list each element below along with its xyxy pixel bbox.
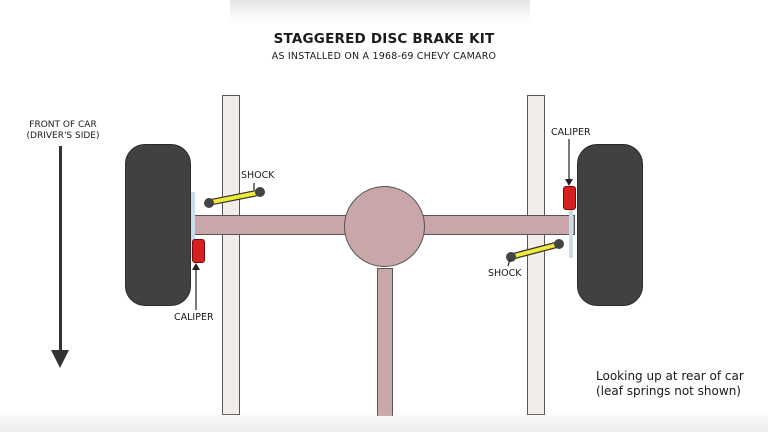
direction-arrow-shaft [59,146,62,350]
caliper-right-label: CALIPER [551,127,591,138]
caliper-left-label: CALIPER [174,312,214,323]
front-of-car-line1: FRONT OF CAR [29,120,97,130]
view-note-line1: Looking up at rear of car [596,369,744,383]
caliper-left-pointer-head [192,263,200,270]
caliper-right-pointer-head [565,179,573,186]
shock-left-label: SHOCK [241,170,275,181]
direction-arrow-head [51,350,69,368]
bottom-fade [0,410,768,432]
left-shock [204,187,265,208]
front-of-car-line2: (DRIVER'S SIDE) [26,131,100,141]
shock-right-label: SHOCK [488,268,522,279]
driveshaft [377,268,393,416]
front-of-car-label: FRONT OF CAR (DRIVER'S SIDE) [20,120,106,142]
shock-right-pointer [507,258,511,267]
top-fade [230,0,530,22]
right-tire [577,144,643,306]
diagram-title: STAGGERED DISC BRAKE KIT [273,31,495,47]
differential [344,186,425,267]
right-caliper [563,186,576,210]
left-caliper [192,239,205,263]
left-tire [125,144,191,306]
diagram-subtitle: AS INSTALLED ON A 1968-69 CHEVY CAMARO [271,51,497,62]
view-note: Looking up at rear of car (leaf springs … [596,369,744,399]
right-brake-rotor [569,192,573,258]
view-note-line2: (leaf springs not shown) [596,384,741,398]
left-brake-rotor [191,192,195,258]
right-shock [506,239,564,262]
